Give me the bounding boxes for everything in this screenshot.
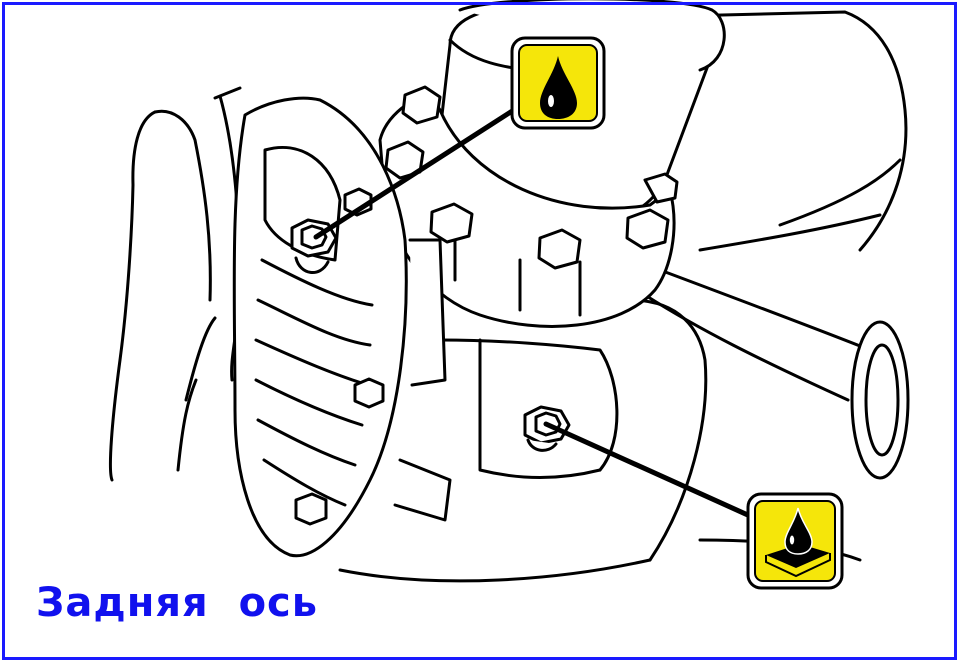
oil-drain-pan-icon <box>746 492 844 590</box>
axle-flange <box>850 320 910 480</box>
caption-rear-axle: Задняя ось <box>36 580 319 626</box>
oil-drop-icon <box>510 36 606 130</box>
hand-outline <box>108 86 242 482</box>
cover-bolts <box>294 187 385 526</box>
flange-bolts <box>384 85 679 317</box>
leader-lines <box>313 103 773 528</box>
